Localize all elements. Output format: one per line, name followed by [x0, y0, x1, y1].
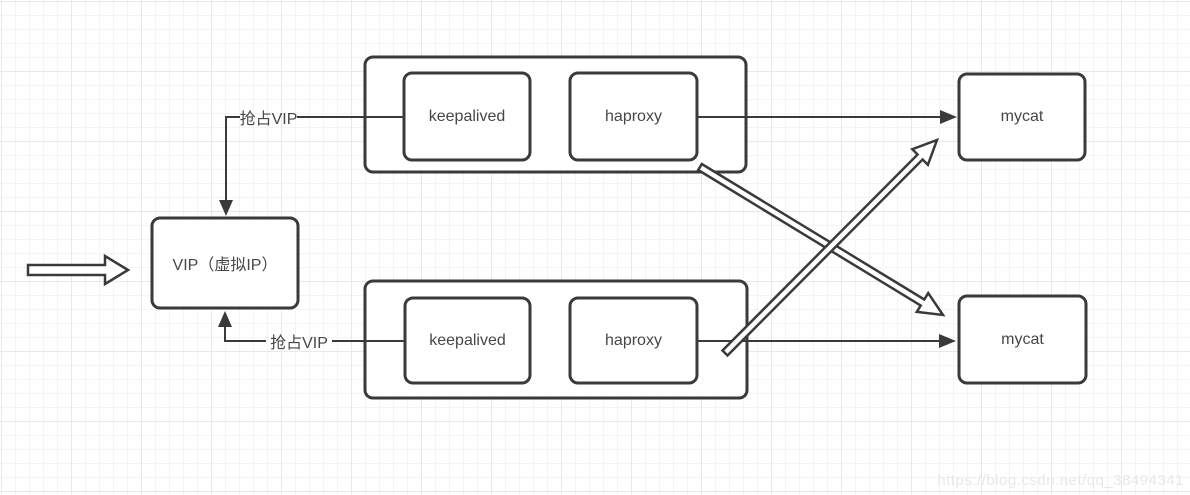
csdn-watermark: https://blog.csdn.net/qq_38494341	[937, 472, 1184, 489]
mycat-bottom-node-box	[957, 294, 1088, 385]
edge-seize-vip-bottom-line-a	[224, 326, 266, 342]
crossover-arrow-bottom-to-top-mycat	[720, 137, 940, 358]
keepalived-bottom-node-box	[403, 296, 532, 385]
haproxy-top-node-box	[568, 71, 699, 162]
input-block-arrow	[26, 253, 131, 287]
edge-label-seize-vip-top: 抢占VIP	[239, 111, 298, 128]
edge-label-seize-vip-bottom: 抢占VIP	[270, 335, 328, 352]
edge-seize-vip-top-line-a	[225, 116, 240, 201]
crossover-arrow-top-to-bottom-mycat	[696, 162, 946, 317]
arrowhead-into-vip-top	[219, 200, 233, 216]
haproxy-bottom-node-box	[568, 296, 699, 385]
vip-node-box	[150, 216, 300, 310]
arrowhead-into-mycat-top	[940, 110, 957, 124]
keepalived-top-node-box	[402, 71, 532, 162]
arrowhead-into-vip-bottom	[218, 311, 232, 327]
mycat-top-node-box	[957, 72, 1087, 162]
arrowhead-into-mycat-bottom	[939, 334, 956, 348]
